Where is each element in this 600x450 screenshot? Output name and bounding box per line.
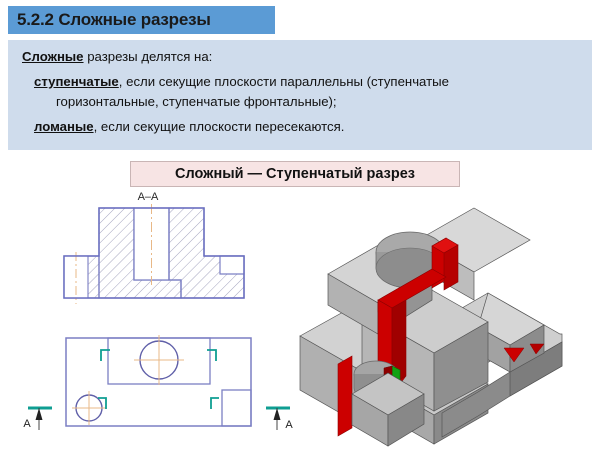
iso-center-block-side [433,321,489,412]
cut-bracket-lower-right [210,397,219,409]
cut-bracket-lower-left [98,397,107,409]
body-line-1-rest: разрезы делятся на: [83,49,213,64]
body-line-3: ломаные, если секущие плоскости пересека… [22,118,580,137]
section-arrow-left: A [23,406,52,430]
body-line-1: Сложные разрезы делятся на: [22,48,580,67]
section-right-notch [219,255,245,275]
iso-cut-plane-right-small-1 [503,347,525,363]
body-line-1-lead: Сложные [22,49,84,64]
iso-cut-plane-lower-front [337,355,353,437]
body-line-3-lead: ломаные [34,119,94,135]
iso-cut-plane-right-small-2 [529,343,545,355]
section-arrow-right: A [266,406,293,431]
iso-right-rail-top [488,293,560,334]
slide-title-bar: 5.2.2 Сложные разрезы [8,6,275,34]
cut-bracket-upper-left [100,349,110,361]
iso-cut-plane-upper-right-face2 [443,244,459,291]
body-line-2-continuation: горизонтальные, ступенчатые фронтальные)… [56,94,337,110]
isometric-model [292,196,600,450]
body-line-2-lead: ступенчатые [34,73,119,89]
section-view-a-a: A–A [6,188,291,313]
slide-body-panel: Сложные разрезы делятся на: ступенчатые,… [8,40,592,150]
body-line-2-rest: , если секущие плоскости параллельны (ст… [118,73,449,89]
body-line-3-rest: , если секущие плоскости пересекаются. [93,119,345,135]
section-arrow-right-label: A [285,419,293,431]
iso-right-shoulder-side [509,324,545,373]
subtitle-text: Сложный — Ступенчатый разрез [175,166,415,182]
section-arrow-left-label: A [23,418,31,430]
section-view-label: A–A [138,191,159,203]
body-line-2: ступенчатые, если секущие плоскости пара… [22,73,580,92]
cut-bracket-upper-right [207,349,217,361]
section-outer-outline [63,207,245,299]
subtitle-banner: Сложный — Ступенчатый разрез [130,161,460,187]
plan-right-notch-rect [221,389,252,427]
iso-right-rail-front-low [509,341,563,397]
page-title: 5.2.2 Сложные разрезы [17,10,211,29]
iso-front-prism-side [387,393,425,447]
plan-view: A A [6,312,306,448]
